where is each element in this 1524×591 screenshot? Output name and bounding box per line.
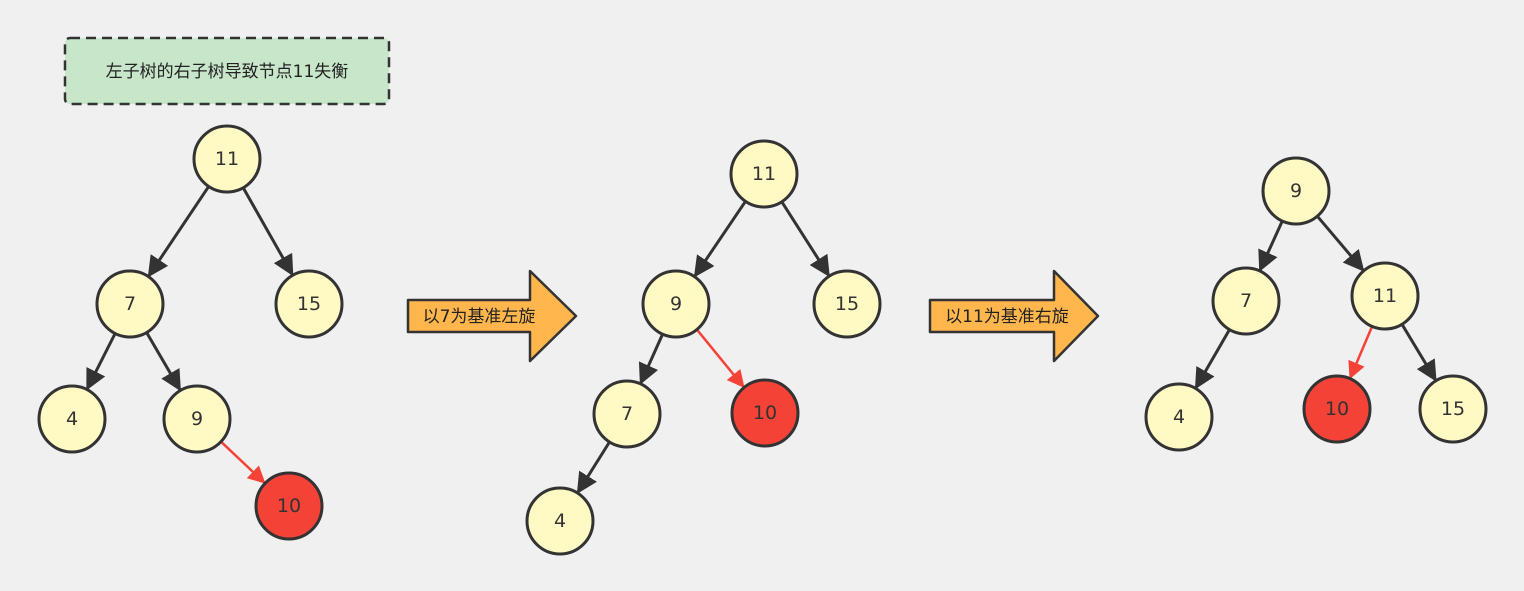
tree-edge (1316, 215, 1365, 272)
node-circle (192, 124, 262, 194)
node-label: 9 (670, 293, 682, 315)
step-arrow-label: 以11为基准右旋 (945, 307, 1069, 327)
node-circle (1144, 382, 1214, 452)
tree-node: 9 (162, 384, 232, 454)
node-circle (729, 139, 799, 209)
tree-node-highlight: 10 (1302, 374, 1372, 444)
tree-node-highlight: 10 (730, 378, 800, 448)
tree-node: 11 (1350, 261, 1420, 331)
node-label: 4 (1173, 406, 1185, 428)
tree-node: 7 (95, 269, 165, 339)
node-circle (592, 379, 662, 449)
tree-nodes: 11 7 15 4 9 10 11 9 15 7 10 4 9 7 11 4 10 15 (37, 124, 1488, 556)
tree-node: 15 (812, 269, 882, 339)
tree-edge (693, 200, 747, 278)
node-circle (525, 486, 595, 556)
tree-edges (85, 185, 1437, 494)
node-circle (812, 269, 882, 339)
node-label: 9 (1290, 180, 1302, 202)
node-circle (274, 269, 344, 339)
tree-node: 15 (1418, 374, 1488, 444)
step-arrow-right-rotate: 以11为基准右旋 (928, 269, 1100, 363)
node-label: 15 (1441, 398, 1465, 420)
node-label: 7 (621, 403, 633, 425)
tree-node: 11 (729, 139, 799, 209)
node-circle (1211, 266, 1281, 336)
tree-edge-highlight (220, 440, 266, 484)
node-label: 11 (215, 148, 239, 170)
imbalance-note-box (63, 36, 391, 106)
tree-edge (145, 331, 182, 392)
tree-node: 7 (592, 379, 662, 449)
tree-edge (638, 333, 664, 385)
tree-edge (241, 186, 294, 277)
node-circle (37, 384, 107, 454)
node-label: 10 (1325, 398, 1349, 420)
node-label: 15 (835, 293, 859, 315)
tree-node: 4 (1144, 382, 1214, 452)
step-arrow-left-rotate: 以7为基准左旋 (406, 269, 578, 363)
node-circle (1350, 261, 1420, 331)
node-label: 11 (1373, 285, 1397, 307)
tree-node: 7 (1211, 266, 1281, 336)
node-label: 9 (191, 408, 203, 430)
node-label: 4 (554, 510, 566, 532)
step-arrow-label: 以7为基准左旋 (423, 307, 536, 327)
tree-node: 15 (274, 269, 344, 339)
node-circle (1302, 374, 1372, 444)
node-circle (641, 269, 711, 339)
tree-node: 9 (641, 269, 711, 339)
tree-node-highlight: 10 (254, 471, 324, 541)
node-label: 7 (1240, 290, 1252, 312)
tree-edge (147, 185, 210, 278)
tree-edge (1258, 220, 1284, 272)
imbalance-note: 左子树的右子树导致节点11失衡 (63, 36, 391, 106)
node-circle (95, 269, 165, 339)
right-arrow-shape (928, 269, 1100, 363)
tree-node: 4 (37, 384, 107, 454)
node-circle (162, 384, 232, 454)
tree-edge (780, 200, 830, 278)
right-arrow-shape (406, 269, 578, 363)
tree-edge-highlight (1348, 325, 1374, 380)
imbalance-note-text: 左子树的右子树导致节点11失衡 (106, 62, 349, 82)
node-circle (1261, 156, 1331, 226)
node-label: 15 (297, 293, 321, 315)
node-circle (1418, 374, 1488, 444)
node-label: 4 (66, 408, 78, 430)
node-label: 7 (124, 293, 136, 315)
tree-node: 9 (1261, 156, 1331, 226)
tree-edge (576, 441, 611, 494)
tree-node: 11 (192, 124, 262, 194)
node-label: 10 (753, 402, 777, 424)
tree-edge (1400, 323, 1437, 382)
tree-edge (85, 332, 117, 391)
node-label: 10 (277, 495, 301, 517)
node-label: 11 (752, 163, 776, 185)
tree-edge-highlight (695, 328, 745, 389)
tree-edge (1194, 328, 1231, 390)
node-circle (254, 471, 324, 541)
tree-node: 4 (525, 486, 595, 556)
node-circle (730, 378, 800, 448)
